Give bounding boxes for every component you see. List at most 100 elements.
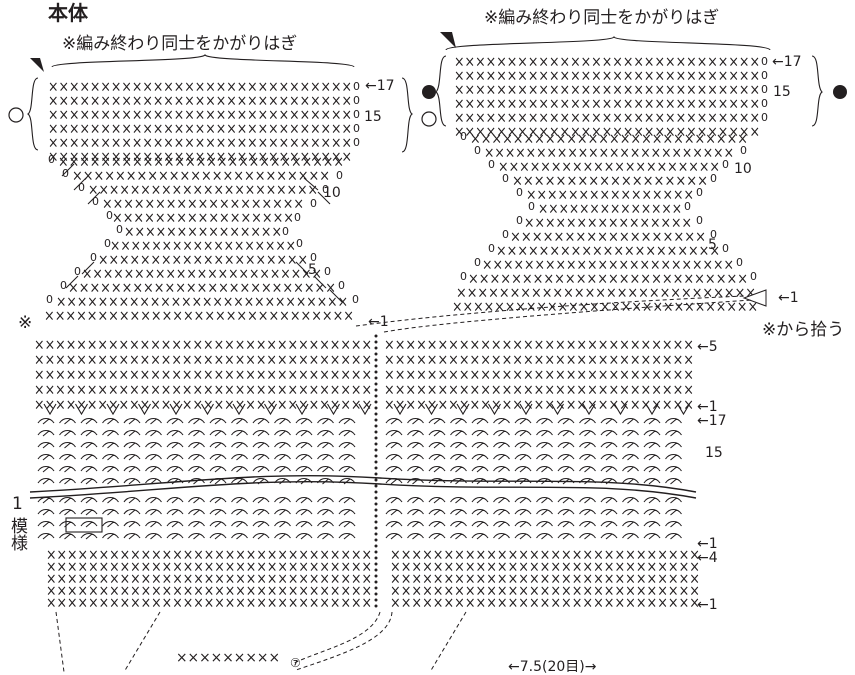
- sc-row: ×××××××××××××××××××××××××××××: [454, 81, 760, 99]
- join-dot: [374, 502, 378, 506]
- join-dot: [374, 574, 378, 578]
- join-dot: [374, 568, 378, 572]
- v-stitch: [43, 403, 57, 416]
- chain-stitch: 0: [310, 251, 317, 264]
- chain-stitch: 0: [516, 214, 523, 227]
- shell-row: [37, 429, 356, 437]
- join-dot: [374, 478, 378, 482]
- sc-row: ×××××××××××××××: [124, 223, 282, 241]
- row-label: ←4: [697, 550, 718, 566]
- sc-row: ××××××××××××××××××××××××××××: [456, 284, 756, 302]
- start-marker: [30, 58, 44, 72]
- sc-row: ×××××××××××××××××××××××: [82, 265, 322, 283]
- chain-stitch: 0: [460, 270, 467, 283]
- chain-stitch: 0: [502, 172, 509, 185]
- chain-stitch: 0: [722, 158, 729, 171]
- note-left: ※編み終わり同士をかがりはぎ: [62, 34, 298, 54]
- pattern-number: 1: [12, 494, 23, 514]
- v-stitch: [327, 403, 340, 416]
- chain-stitch: 0: [488, 242, 495, 255]
- chart-line: [61, 163, 75, 177]
- join-dot: [374, 406, 378, 410]
- join-dot: [374, 544, 378, 548]
- v-stitch: [582, 403, 596, 416]
- join-dot: [374, 346, 378, 350]
- sc-row: ×××××××××××××××××××××: [498, 158, 720, 176]
- dashed-line: [383, 299, 753, 333]
- chain-stitch: 0: [336, 169, 343, 182]
- join-dot: [374, 490, 378, 494]
- v-stitch: [677, 403, 690, 416]
- v-stitch: [201, 403, 214, 416]
- chart-line: [87, 191, 101, 205]
- sc-row: ××××××××××××××××××××××××: [484, 144, 734, 162]
- v-stitch: [551, 403, 564, 416]
- v-stitch: [75, 403, 88, 416]
- sc-row: ×××××××××××××××××××××××××××××: [454, 123, 760, 141]
- sc-row: ×××××××××××××××××××××××××××××: [454, 95, 760, 113]
- pickup-triangle: [742, 289, 767, 307]
- join-dot: [374, 550, 378, 554]
- asterisk-mark: ※: [18, 313, 33, 333]
- shell-row: [385, 532, 682, 540]
- join-dot: [374, 352, 378, 356]
- shell-row: [385, 520, 682, 528]
- join-dot: [374, 586, 378, 590]
- row-label: ←1: [697, 597, 718, 613]
- sc-row: ×××××××××××××××××××××××××××××: [48, 134, 352, 152]
- join-dot: [374, 394, 378, 398]
- join-dot: [374, 376, 378, 380]
- sc-row: ××××××××××××××××××××: [98, 251, 308, 269]
- chain-stitch: 0: [104, 237, 111, 250]
- sc-row: ×××××××××××××××××××××××××××××: [452, 298, 758, 316]
- dashed-line: [295, 611, 393, 671]
- sc-row: ××××××××××××××××××××××××××: [470, 130, 748, 148]
- sc-row: ×××××××××××××××××××××××××××××: [44, 307, 354, 325]
- shell-row: [385, 453, 682, 461]
- join-dot: [374, 526, 378, 530]
- sc-row: ×××××××××××××××××××××××××××: [58, 153, 344, 171]
- join-dot: [374, 430, 378, 434]
- sc-row: ×××××××××××××××××××××××××××××: [384, 366, 694, 384]
- chain-stitch: 0: [684, 200, 691, 213]
- chain-stitch: 0: [353, 94, 360, 107]
- chain-stitch: 0: [46, 293, 53, 306]
- dashed-line: [291, 611, 381, 665]
- join-dot: [374, 358, 378, 362]
- sc-row: ××××××××××××××××××××××: [88, 181, 318, 199]
- chain-stitch: 0: [710, 228, 717, 241]
- sc-row: ×××××××××××××××××××××××××××××: [48, 106, 352, 124]
- shell-row: [37, 496, 356, 504]
- sc-row: ×××××××××××××××××××××××××××××: [454, 109, 760, 127]
- v-stitch: [358, 403, 372, 416]
- join-dot: [374, 400, 378, 404]
- chart-line: [81, 261, 95, 275]
- chart-line: [73, 177, 87, 191]
- shell-row: [385, 496, 682, 504]
- chain-stitch: 0: [60, 279, 67, 292]
- chain-stitch: 0: [761, 55, 768, 68]
- chain-stitch: 0: [460, 130, 467, 143]
- v-stitch: [169, 403, 183, 416]
- chain-stitch: 0: [761, 69, 768, 82]
- join-dot: [374, 520, 378, 524]
- chain-stitch: 0: [116, 223, 123, 236]
- chain-stitch: 0: [761, 111, 768, 124]
- chain-stitch: 0: [722, 242, 729, 255]
- chart-line: [295, 261, 309, 275]
- chain-stitch: 0: [696, 186, 703, 199]
- chart-path: [445, 35, 771, 51]
- chain-stitch: 0: [353, 122, 360, 135]
- row-label: 15: [364, 109, 382, 125]
- sc-row: ×××××××××××××××××××××××××××××: [384, 336, 694, 354]
- chart-line: [65, 275, 79, 289]
- chart-title: 本体: [48, 1, 88, 25]
- chart-path: [435, 55, 447, 127]
- v-stitch: [645, 403, 659, 416]
- chain-stitch: 0: [338, 279, 345, 292]
- sc-row: ×××××××××××××××××××××××××××××: [48, 120, 352, 138]
- chart-line: [317, 191, 331, 205]
- join-dot: [374, 460, 378, 464]
- join-dot: [374, 412, 378, 416]
- v-stitch: [614, 403, 627, 416]
